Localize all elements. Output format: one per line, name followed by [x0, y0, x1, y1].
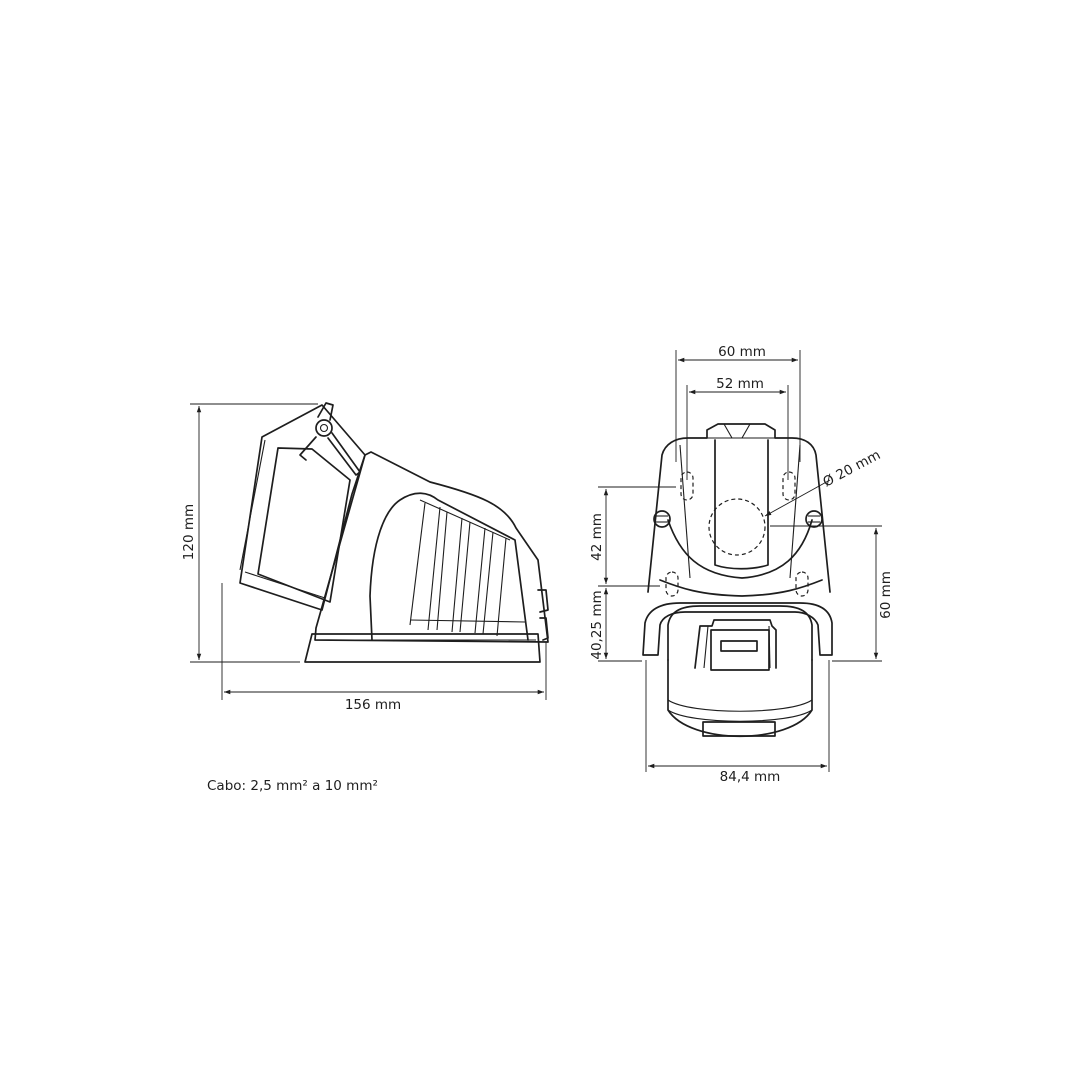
side-view [239, 402, 549, 663]
front-upper-height-label: 42 mm [589, 513, 605, 561]
cable-note: Cabo: 2,5 mm² a 10 mm² [207, 778, 378, 794]
front-right-height-label: 60 mm [878, 571, 894, 619]
front-base-width-label: 84,4 mm [720, 769, 781, 785]
front-right-height-dimension: 60 mm [770, 525, 894, 662]
side-length-label: 156 mm [345, 697, 401, 713]
front-inner-width-dimension: 52 mm [686, 376, 789, 480]
side-length-dimension: 156 mm [221, 583, 547, 713]
front-lower-height-label: 40,25 mm [589, 590, 605, 659]
front-base-width-dimension: 84,4 mm [645, 660, 830, 785]
front-view [642, 423, 833, 738]
front-upper-height-dimension: 42 mm [589, 486, 676, 587]
front-outer-width-dimension: 60 mm [675, 344, 801, 462]
side-height-dimension: 120 mm [181, 403, 318, 663]
front-outer-width-label: 60 mm [718, 344, 766, 360]
hole-diameter-label: Ø 20 mm [820, 447, 883, 491]
side-height-label: 120 mm [181, 504, 197, 560]
front-inner-width-label: 52 mm [716, 376, 764, 392]
front-lower-height-dimension: 40,25 mm [589, 588, 642, 662]
